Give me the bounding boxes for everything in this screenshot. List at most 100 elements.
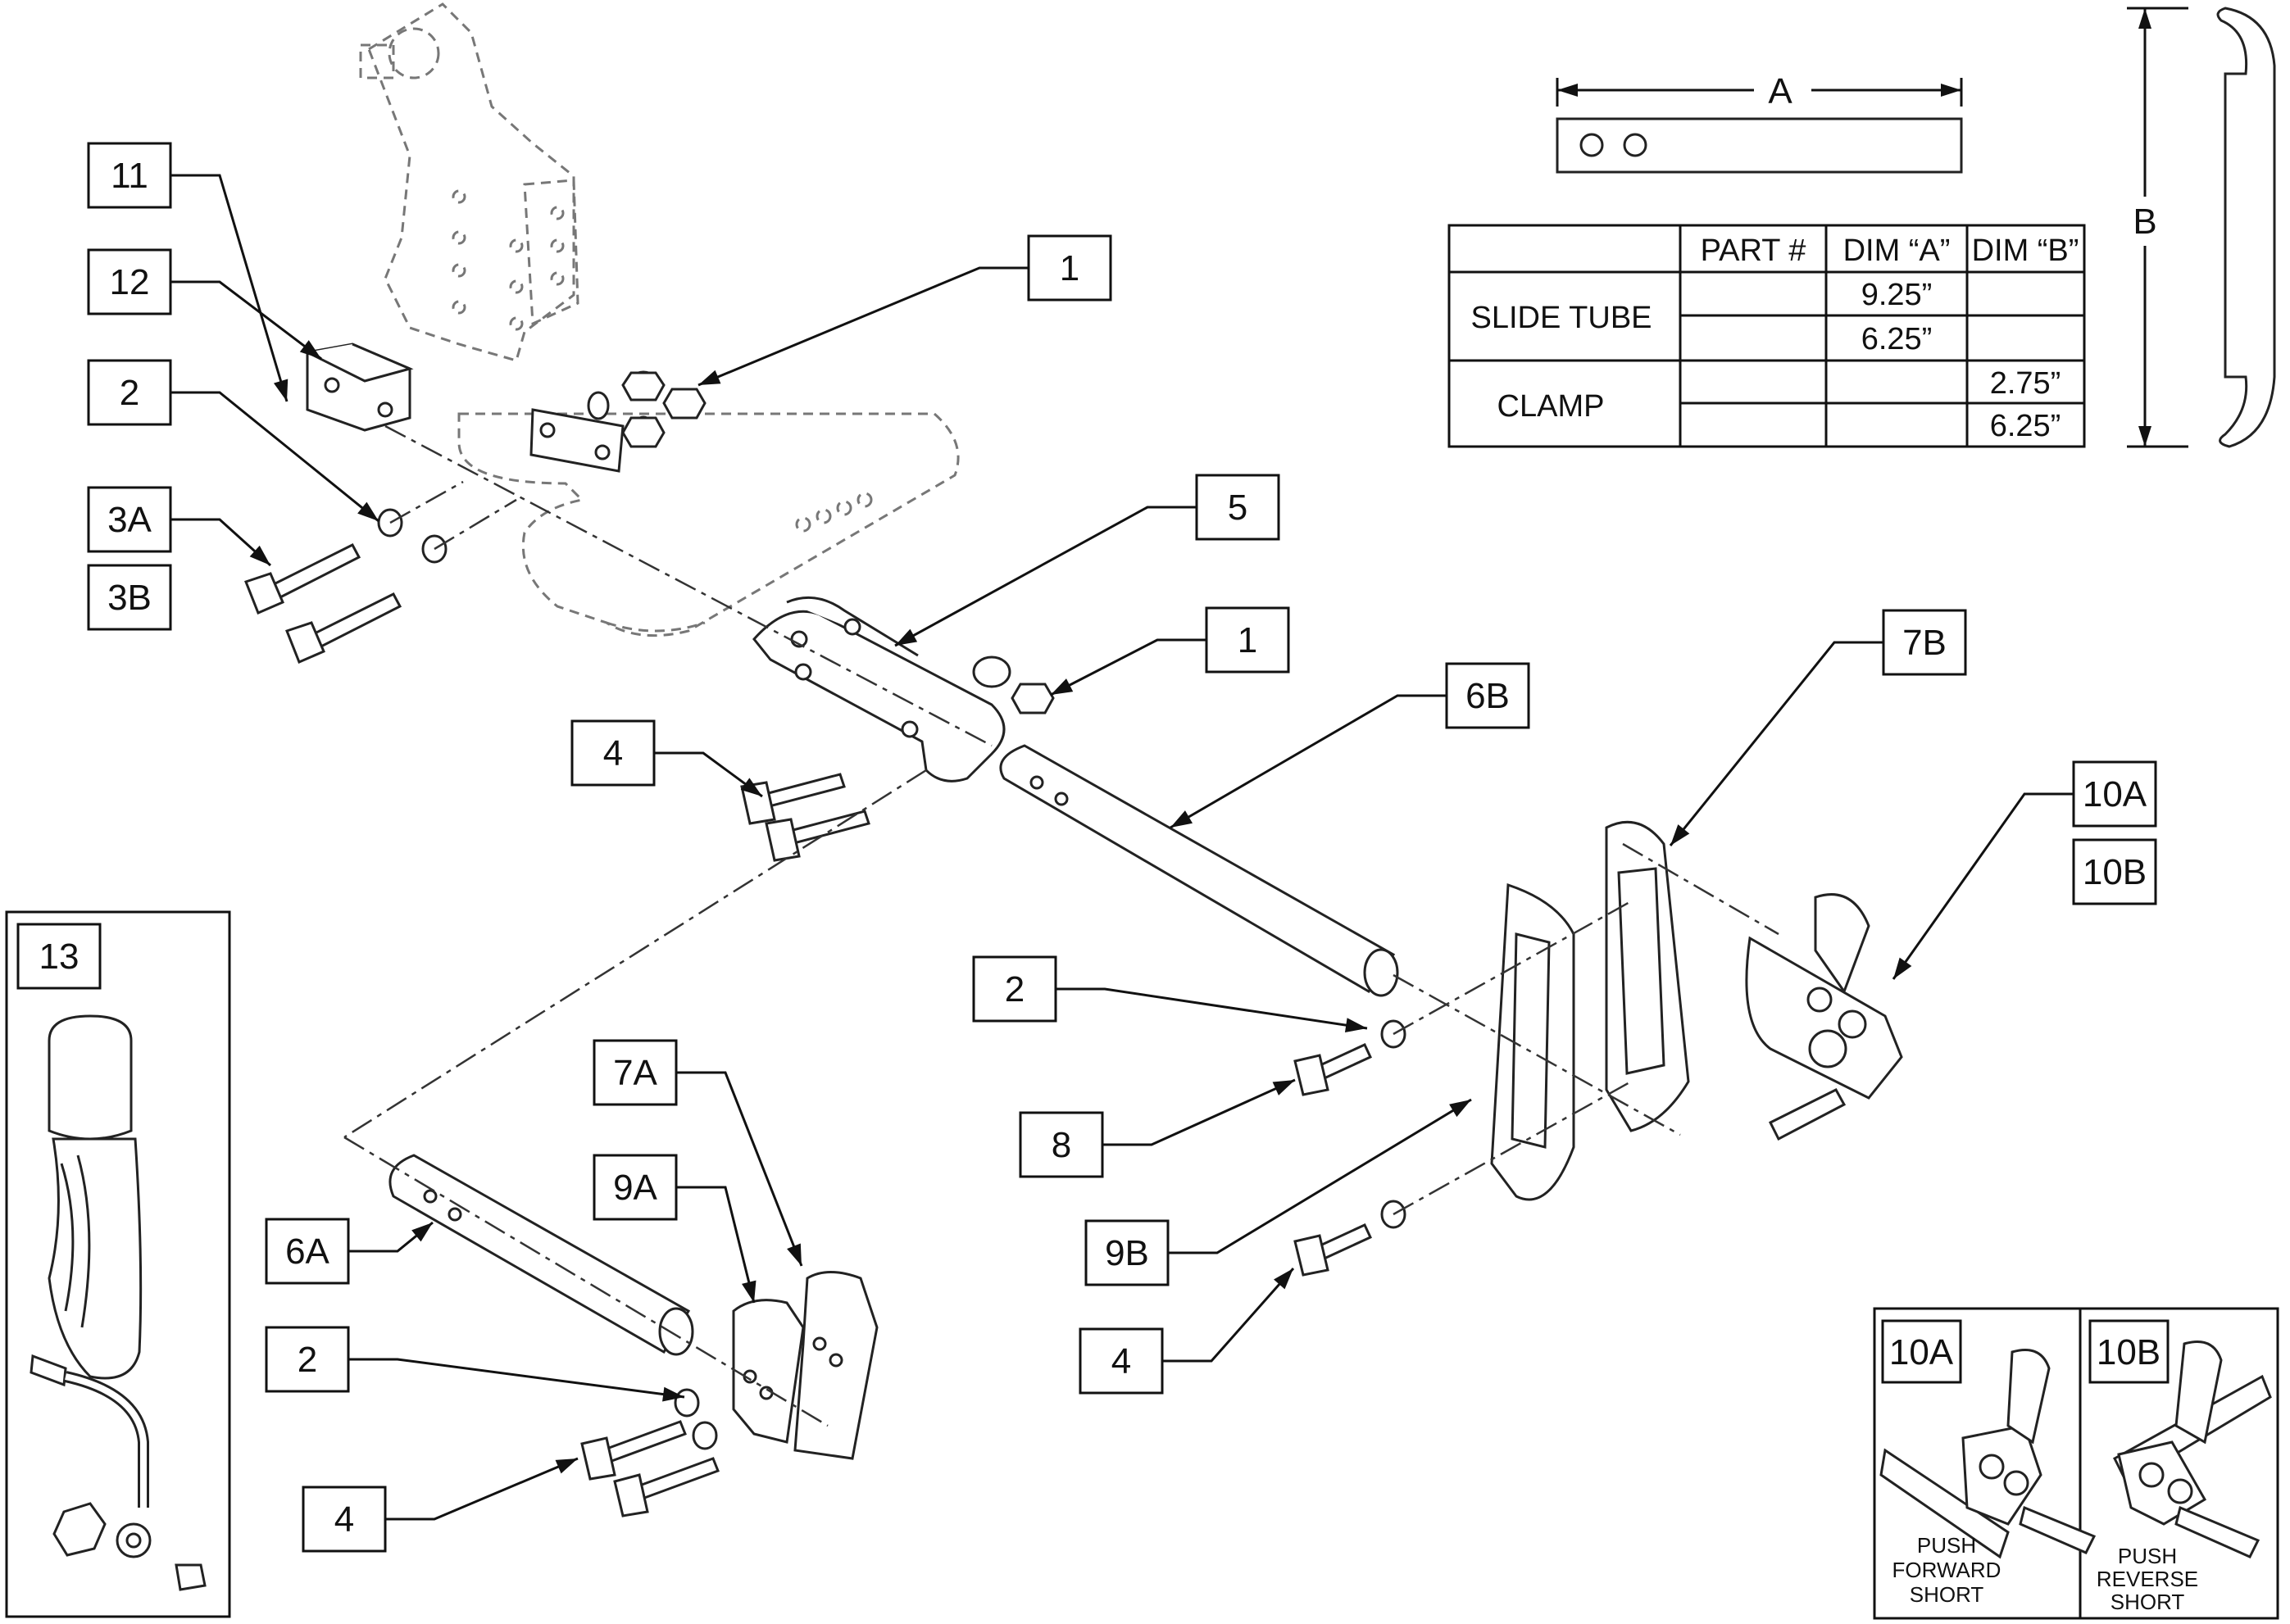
inset-13-panel: 13 — [5, 910, 231, 1618]
callout-1: 1 — [1027, 234, 1112, 302]
callout-box — [593, 1039, 678, 1106]
inset-10b-caption: SHORT — [2111, 1590, 2185, 1614]
leader-line — [1102, 1078, 1296, 1146]
callout-box — [2072, 838, 2157, 905]
part-7a-9a-lower-clamp — [732, 1271, 879, 1460]
inset-10b-label: 10B — [2097, 1332, 2161, 1372]
callout-number: 7B — [1902, 623, 1947, 663]
leader-arrowhead — [555, 1458, 578, 1474]
leader-arrowhead — [740, 778, 762, 796]
callout-4: 4 — [302, 1486, 387, 1553]
leader-arrowhead — [357, 501, 379, 521]
callout-box — [1027, 234, 1112, 302]
part-5-clamp-body — [752, 596, 1055, 783]
callout-number: 6B — [1465, 676, 1510, 716]
table-group-slide-tube: SLIDE TUBE — [1470, 301, 1652, 335]
callout-number: 11 — [111, 156, 148, 196]
callout-number: 12 — [110, 262, 150, 302]
part-10a-lever — [1745, 893, 1903, 1141]
leader-line — [385, 1457, 579, 1521]
leader-line — [1669, 641, 1883, 846]
callout-box — [265, 1218, 350, 1285]
ghost-frame-tube — [457, 412, 960, 637]
leader-arrowhead — [698, 370, 721, 385]
dimension-table: PART # DIM “A” DIM “B” SLIDE TUBE 9.25” … — [1447, 224, 2086, 448]
leader-arrowhead — [1170, 810, 1193, 828]
callout-number: 2 — [298, 1340, 317, 1380]
leader-line — [1162, 1268, 1295, 1363]
leader-arrowhead — [1272, 1080, 1295, 1096]
leader-line — [894, 506, 1197, 647]
callout-2: 2 — [265, 1326, 350, 1393]
table-cell-dim-b: 2.75” — [1990, 366, 2061, 401]
callout-box — [302, 1486, 387, 1553]
callout-number: 1 — [1060, 248, 1079, 288]
dimension-b-drawing: B — [2127, 7, 2276, 448]
callout-6a: 6A — [265, 1218, 350, 1285]
callout-11: 11 — [87, 142, 172, 209]
inset-10-panel: 10A PUSH FORWARD SHORT 10B PUSH REVERSE … — [1873, 1307, 2279, 1620]
inset-10a-caption: FORWARD — [1892, 1558, 2001, 1582]
part-6b-tube — [999, 744, 1399, 997]
leader-arrowhead — [249, 545, 270, 565]
leader-arrowhead — [787, 1243, 802, 1266]
callout-2: 2 — [972, 955, 1057, 1023]
callout-leaders — [170, 174, 2074, 1521]
leader-arrowhead — [1274, 1268, 1293, 1290]
callout-box — [265, 1326, 350, 1393]
callout-number: 2 — [1005, 969, 1025, 1009]
inset-10b-caption: REVERSE — [2097, 1567, 2198, 1591]
leader-arrowhead — [895, 628, 918, 646]
inset-10a-label: 10A — [1889, 1332, 1954, 1372]
callout-box — [87, 142, 172, 209]
callout-box — [87, 564, 172, 631]
callout-number: 3A — [107, 500, 152, 540]
callout-5: 5 — [1195, 474, 1280, 541]
leader-line — [170, 174, 289, 402]
callout-number: 10A — [2083, 774, 2147, 814]
leader-line — [1056, 987, 1368, 1030]
callout-12: 12 — [87, 248, 172, 315]
callout-number: 10B — [2083, 852, 2147, 892]
leader-arrowhead — [1449, 1100, 1471, 1118]
callout-number: 2 — [120, 373, 139, 413]
callout-box — [1195, 474, 1280, 541]
table-header-dim-b: DIM “B” — [1972, 234, 2079, 268]
callout-2: 2 — [87, 359, 172, 426]
ghost-mount-bracket — [359, 2, 579, 362]
callout-9a: 9A — [593, 1154, 678, 1221]
inset-10b-caption: PUSH — [2118, 1544, 2177, 1568]
callout-number: 9B — [1105, 1233, 1149, 1273]
inset-10a-caption: PUSH — [1917, 1533, 1976, 1558]
callout-8: 8 — [1019, 1111, 1104, 1178]
callout-3b: 3B — [87, 564, 172, 631]
callout-number: 8 — [1052, 1125, 1071, 1165]
part-3-bolts — [244, 508, 448, 664]
callout-number: 5 — [1228, 488, 1247, 528]
leader-arrowhead — [299, 340, 321, 359]
callout-10b: 10B — [2072, 838, 2157, 905]
callout-10a: 10A — [2072, 760, 2157, 828]
assembly-axes — [343, 424, 1779, 1427]
leader-arrowhead — [742, 1280, 757, 1303]
part-8-bolt — [1293, 1019, 1406, 1277]
leader-line — [1892, 792, 2074, 980]
leader-arrowhead — [1344, 1018, 1367, 1033]
callout-box — [87, 248, 172, 315]
leader-arrowhead — [1893, 957, 1912, 979]
leader-line — [170, 518, 272, 567]
callout-4: 4 — [570, 719, 656, 787]
callout-number: 4 — [334, 1499, 354, 1540]
callout-box — [1019, 1111, 1104, 1178]
dimension-a-drawing: A — [1556, 71, 1963, 174]
leader-line — [676, 1186, 756, 1304]
callout-7a: 7A — [593, 1039, 678, 1106]
leader-arrowhead — [662, 1386, 684, 1402]
table-header-part: PART # — [1701, 234, 1806, 268]
dimension-b-label: B — [2133, 202, 2156, 242]
leader-line — [1050, 638, 1206, 696]
leader-line — [1168, 1098, 1472, 1254]
callout-number: 4 — [1111, 1341, 1131, 1381]
